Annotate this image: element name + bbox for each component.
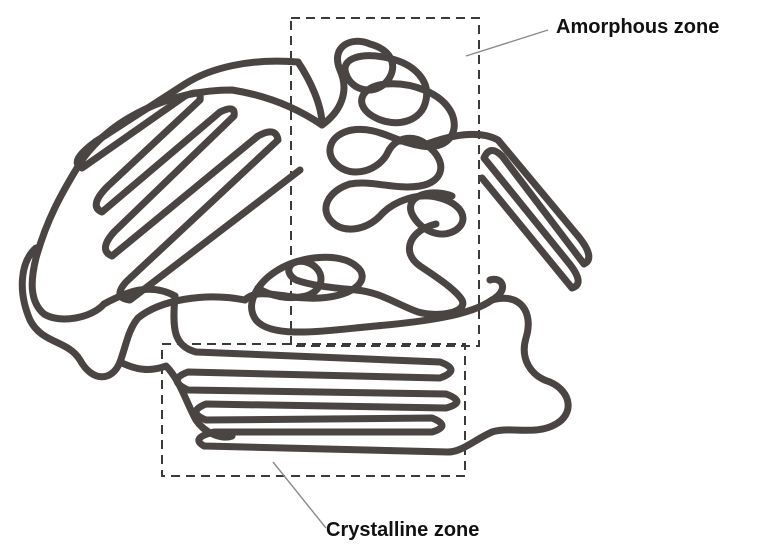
crystalline-zone-label: Crystalline zone <box>326 520 479 540</box>
outer-chain-bottom-left <box>22 248 245 377</box>
right-lamella-folds <box>422 134 589 288</box>
polymer-chain <box>22 41 589 452</box>
amorphous-coil-top <box>322 41 454 187</box>
crystalline-leader-line <box>273 462 326 528</box>
amorphous-zone-label: Amorphous zone <box>556 17 719 37</box>
outer-chain-right <box>448 298 568 452</box>
amorphous-coil-middle <box>326 184 463 234</box>
